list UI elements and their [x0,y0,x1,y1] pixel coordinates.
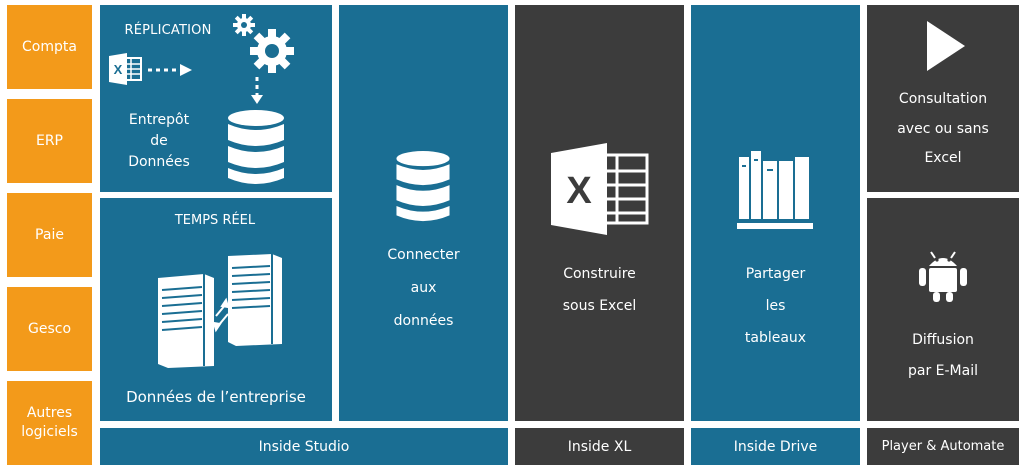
bookshelf-icon [737,151,813,229]
source-compta: Compta [7,5,92,89]
footer-inside-drive: Inside Drive [691,428,860,465]
svg-text:X: X [566,170,592,212]
consult-line-2: avec ou sans [897,121,989,137]
connect-line-3: données [393,313,454,329]
footer-label: Inside Studio [258,438,350,455]
warehouse-line-3: Données [128,154,190,170]
build-panel: X Construire sous Excel [515,5,684,421]
excel-icon: X [551,143,649,235]
source-label: Gesco [27,320,72,337]
database-icon [228,110,284,184]
connect-line-2: aux [410,280,437,296]
diffusion-line-1: Diffusion [912,332,974,348]
footer-player-automate: Player & Automate [867,428,1019,465]
footer-label: Inside Drive [733,438,818,455]
dotted-arrow-icon [148,64,192,76]
connect-panel: Connecter aux données [339,5,508,421]
diffusion-panel: Diffusion par E-Mail [867,198,1019,421]
consult-line-3: Excel [924,150,962,166]
play-icon [927,21,965,71]
source-label: Paie [35,226,64,243]
servers-icon [158,254,282,368]
source-gesco: Gesco [7,287,92,371]
consult-line-1: Consultation [898,91,988,107]
source-label: Autres logiciels [21,405,78,440]
share-line-2: les [765,298,786,314]
excel-icon: X [109,53,142,85]
svg-text:X: X [114,62,123,77]
realtime-caption: Données de l’entreprise [126,388,306,406]
share-panel: Partager les tableaux [691,5,860,421]
android-icon [919,251,967,302]
source-autres-logiciels: Autres logiciels [7,381,92,465]
build-line-2: sous Excel [562,298,637,314]
source-label: Compta [22,38,77,55]
connect-line-1: Connecter [387,247,460,263]
diffusion-line-2: par E-Mail [907,363,978,379]
source-erp: ERP [7,99,92,183]
share-line-3: tableaux [744,330,807,346]
footer-inside-xl: Inside XL [515,428,684,465]
consult-panel: Consultation avec ou sans Excel [867,5,1019,192]
footer-inside-studio: Inside Studio [100,428,508,465]
dotted-down-arrow-icon [251,77,263,104]
footer-label: Player & Automate [881,439,1005,454]
warehouse-line-2: de [150,133,168,149]
replication-title: Réplication [124,23,212,38]
database-icon [396,151,450,222]
build-line-1: Construire [563,266,636,282]
realtime-title: Temps Réel [174,213,256,228]
footer-label: Inside XL [567,438,632,455]
source-label: ERP [35,132,63,149]
share-line-1: Partager [745,266,806,282]
replication-panel: Réplication X [100,5,332,192]
source-paie: Paie [7,193,92,277]
realtime-panel: Temps Réel Données de l’entreprise [100,198,332,421]
gears-icon [233,14,294,73]
warehouse-line-1: Entrepôt [128,112,190,128]
